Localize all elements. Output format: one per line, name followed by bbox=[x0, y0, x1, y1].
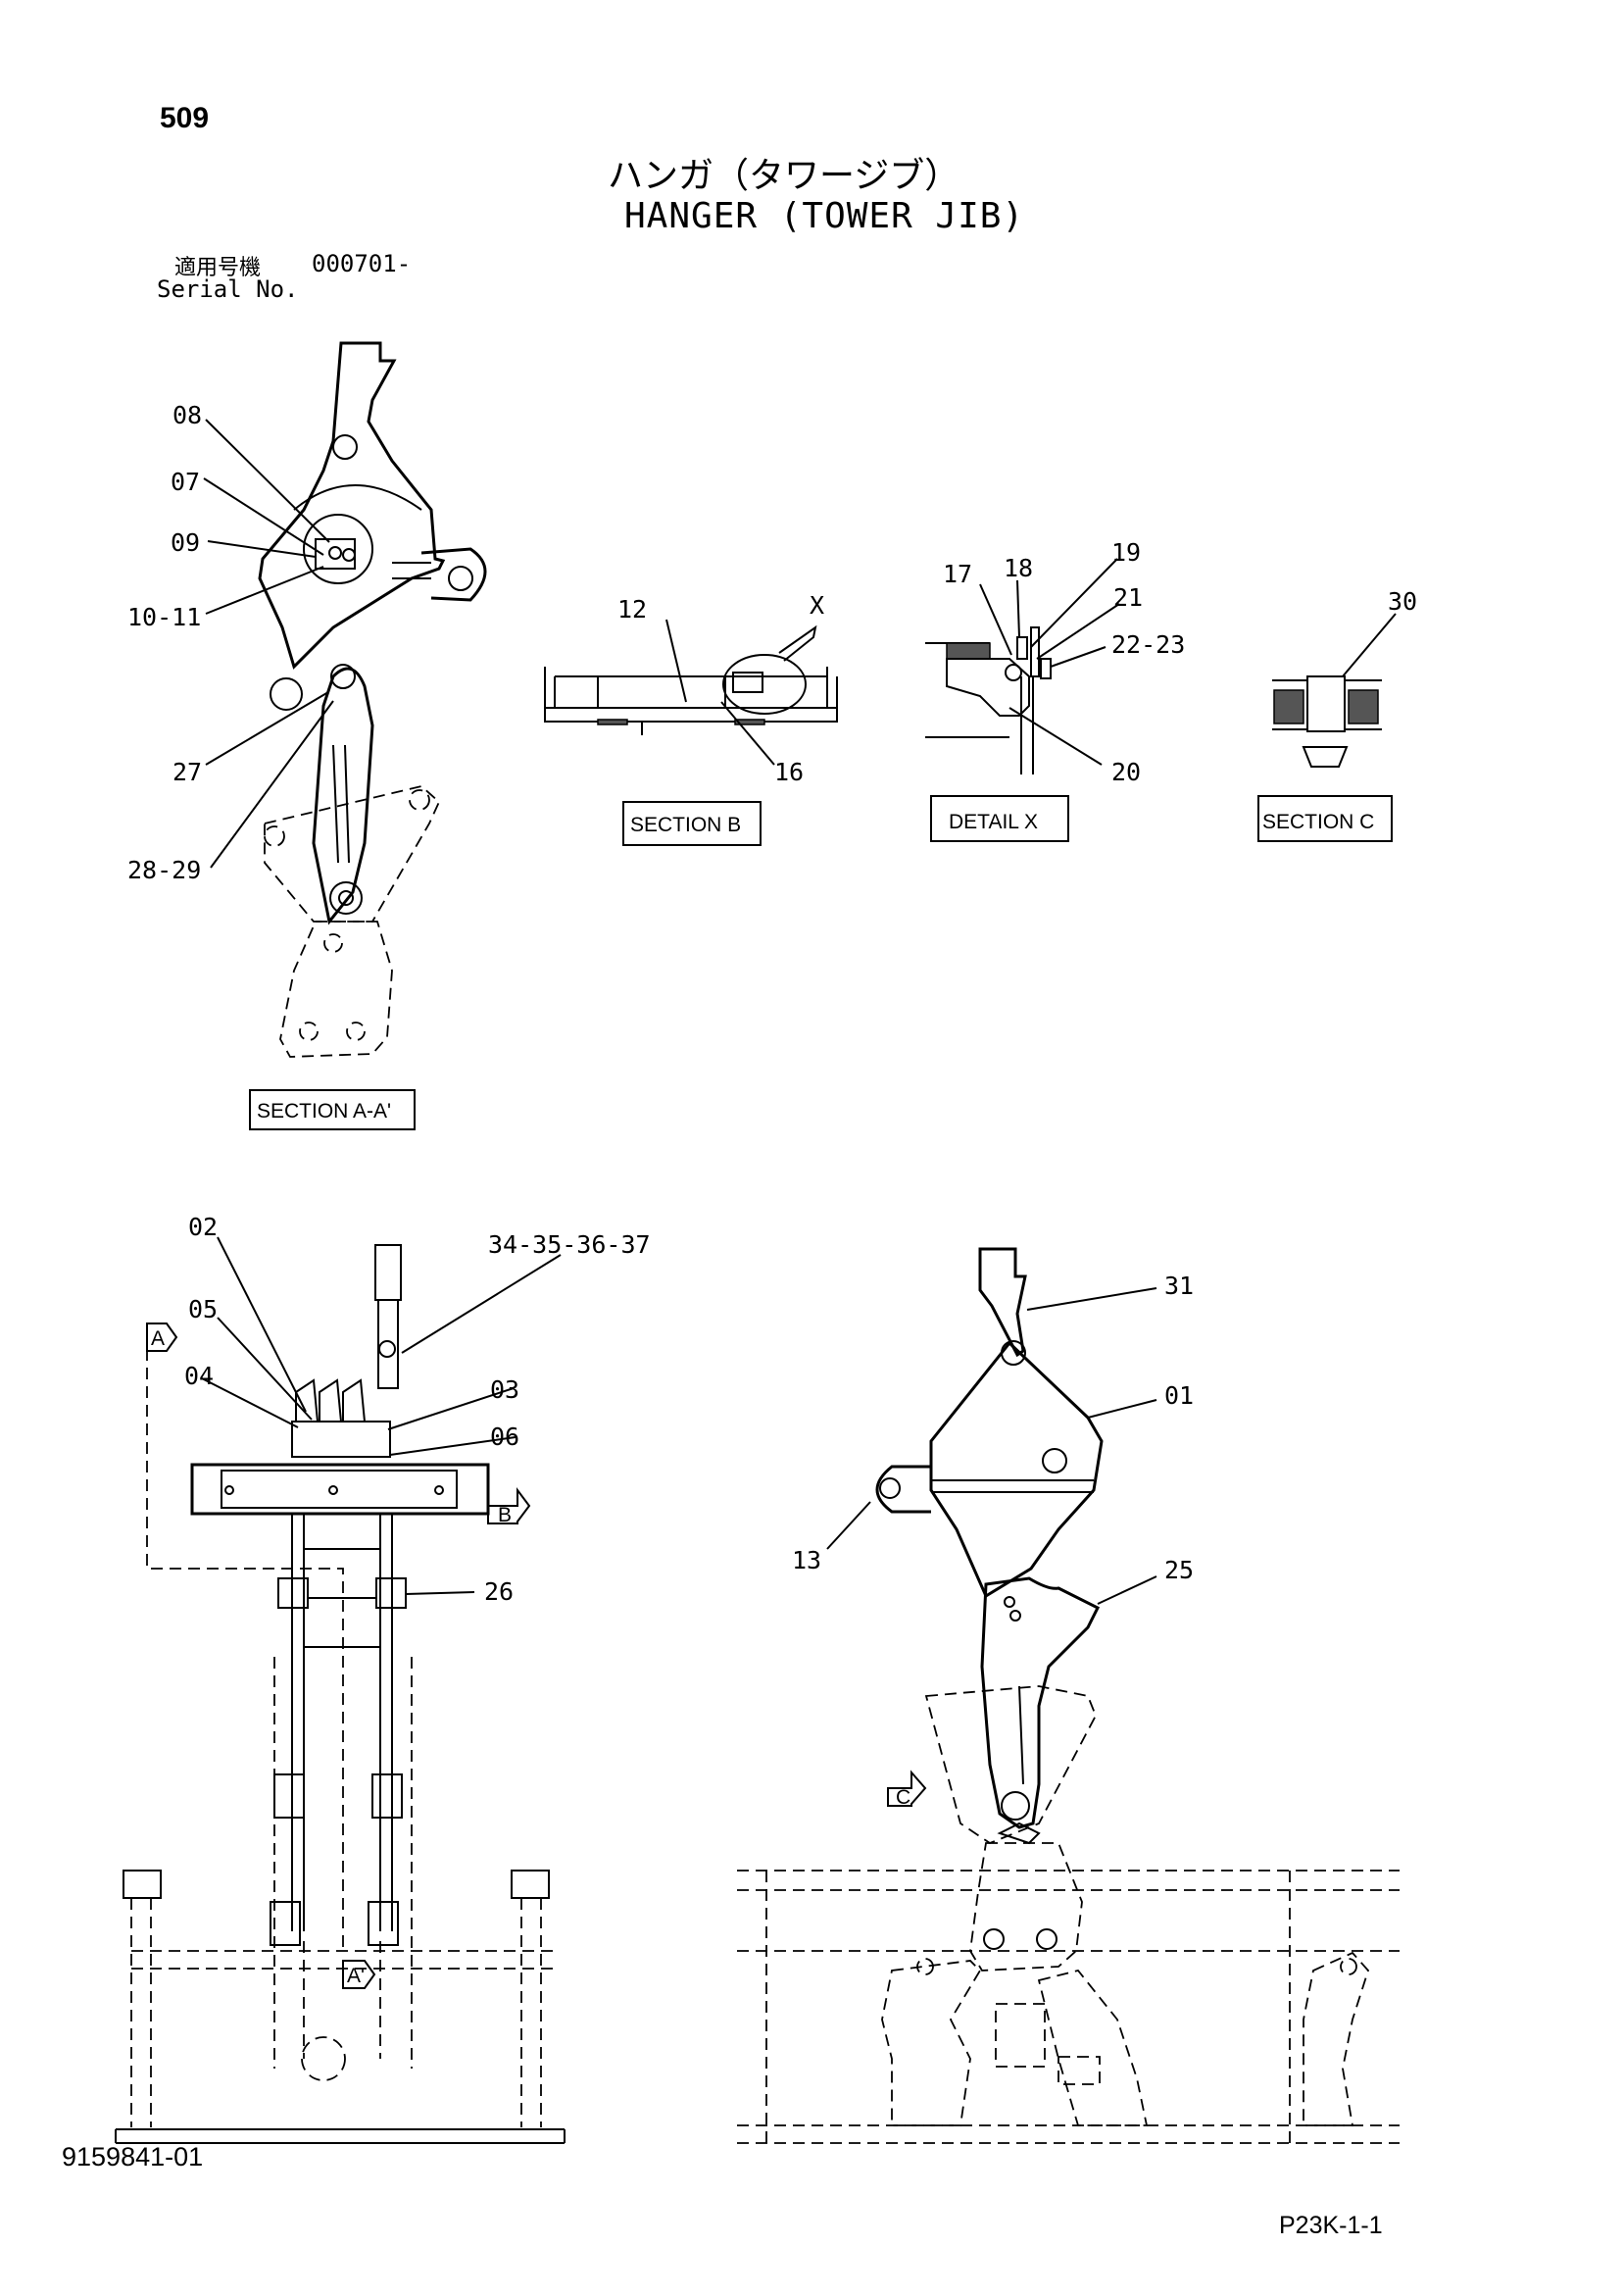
leader-12 bbox=[665, 619, 687, 703]
serial-value: 000701- bbox=[312, 250, 412, 277]
arrow-a-label: A bbox=[151, 1327, 165, 1350]
arrow-c-label: C bbox=[896, 1786, 910, 1809]
callout-31: 31 bbox=[1164, 1272, 1194, 1300]
page-number: 509 bbox=[160, 102, 210, 134]
title-english: HANGER (TOWER JIB) bbox=[624, 196, 1025, 236]
arrow-b-marker bbox=[487, 1487, 531, 1524]
leader-16 bbox=[720, 701, 775, 766]
section-b-label: SECTION B bbox=[630, 814, 741, 836]
callout-34-35-36-37: 34-35-36-37 bbox=[488, 1230, 651, 1259]
callout-25: 25 bbox=[1164, 1556, 1194, 1584]
callout-19: 19 bbox=[1111, 538, 1141, 567]
callout-30: 30 bbox=[1388, 587, 1417, 616]
callout-06: 06 bbox=[490, 1423, 519, 1451]
detail-x-label: DETAIL X bbox=[949, 811, 1038, 833]
side-view-leaders bbox=[826, 1287, 1157, 1605]
section-c-drawing bbox=[1272, 675, 1382, 768]
drawing-number: 9159841-01 bbox=[62, 2142, 204, 2171]
callout-12: 12 bbox=[617, 595, 647, 624]
section-aa-drawing bbox=[258, 341, 487, 1058]
callout-16: 16 bbox=[774, 758, 804, 786]
arrow-a2-marker bbox=[342, 1960, 376, 1989]
callout-09: 09 bbox=[171, 528, 200, 557]
detail-marker-x: X bbox=[810, 591, 824, 620]
callout-22-23: 22-23 bbox=[1111, 630, 1185, 659]
section-c-label: SECTION C bbox=[1262, 811, 1374, 833]
callout-07: 07 bbox=[171, 468, 200, 496]
callout-08: 08 bbox=[172, 401, 202, 429]
serial-label-english: Serial No. bbox=[157, 275, 299, 303]
front-view-drawing bbox=[115, 1244, 566, 2144]
callout-01: 01 bbox=[1164, 1381, 1194, 1410]
arrow-c-marker bbox=[887, 1770, 927, 1807]
section-aa-leaders bbox=[203, 419, 334, 869]
callout-28-29: 28-29 bbox=[127, 856, 201, 884]
callout-21: 21 bbox=[1113, 583, 1143, 612]
detail-x-drawing bbox=[925, 626, 1052, 774]
leader-30 bbox=[1342, 613, 1397, 677]
arrow-a-top bbox=[146, 1323, 178, 1352]
title-japanese: ハンガ（タワージブ） bbox=[608, 156, 960, 196]
section-aa-label: SECTION A-A' bbox=[257, 1100, 391, 1123]
callout-02: 02 bbox=[188, 1213, 218, 1241]
section-aa-box bbox=[249, 1089, 416, 1130]
section-b-box bbox=[622, 801, 762, 846]
callout-20: 20 bbox=[1111, 758, 1141, 786]
section-c-box bbox=[1257, 795, 1393, 842]
callout-13: 13 bbox=[792, 1546, 821, 1574]
detail-x-leaders bbox=[979, 558, 1120, 766]
sheet-number: P23K-1-1 bbox=[1279, 2212, 1383, 2239]
arrow-a2-label: A' bbox=[347, 1965, 365, 1987]
callout-04: 04 bbox=[184, 1362, 214, 1390]
callout-05: 05 bbox=[188, 1295, 218, 1323]
side-view-drawing bbox=[737, 1247, 1400, 2144]
callout-26: 26 bbox=[484, 1577, 514, 1606]
callout-27: 27 bbox=[172, 758, 202, 786]
section-b-drawing bbox=[544, 624, 838, 735]
callout-10-11: 10-11 bbox=[127, 603, 201, 631]
callout-03: 03 bbox=[490, 1375, 519, 1404]
front-view-leaders bbox=[201, 1236, 562, 1595]
callout-17: 17 bbox=[943, 560, 972, 588]
serial-label-japanese: 適用号機 bbox=[174, 256, 262, 280]
callout-18: 18 bbox=[1004, 554, 1033, 582]
arrow-b-label: B bbox=[498, 1504, 512, 1526]
detail-x-box bbox=[930, 795, 1069, 842]
